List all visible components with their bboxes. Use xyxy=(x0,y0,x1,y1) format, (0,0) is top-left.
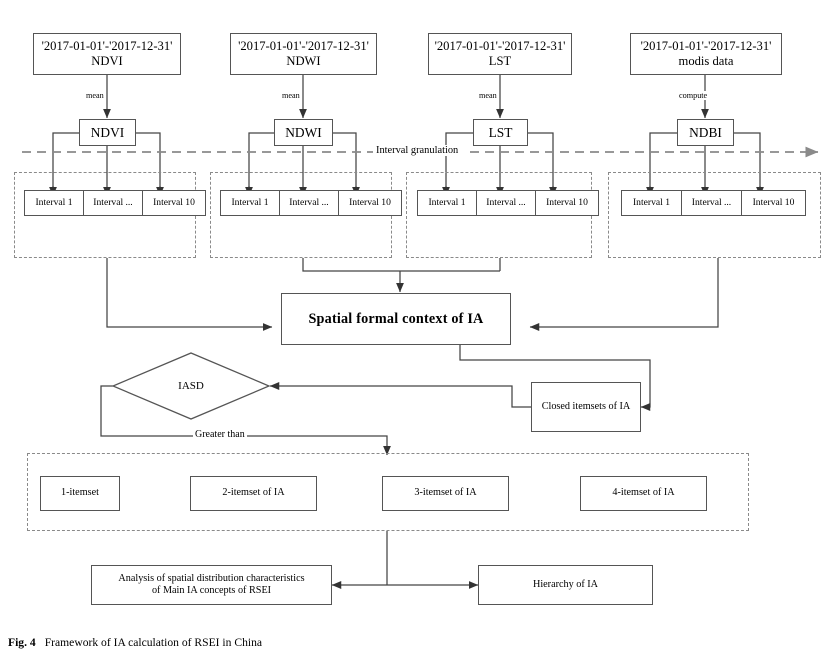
interval-label: Interval 10 xyxy=(153,197,195,209)
source-label: '2017-01-01'-'2017-12-31' LST xyxy=(434,39,566,68)
interval-granulation-label: Interval granulation xyxy=(373,145,462,156)
interval-label: Interval 1 xyxy=(632,197,671,209)
interval-label: Interval ... xyxy=(93,197,133,209)
hierarchy-output-label: Hierarchy of IA xyxy=(532,578,599,590)
itemset-box-4[interactable]: 4-itemset of IA xyxy=(580,476,707,511)
source-box-modis[interactable]: '2017-01-01'-'2017-12-31' modis data xyxy=(630,33,782,75)
hierarchy-output-box[interactable]: Hierarchy of IA xyxy=(478,565,653,605)
interval-cell[interactable]: Interval ... xyxy=(83,190,143,216)
index-label: LST xyxy=(488,124,513,140)
edge-label-mean-ndwi: mean xyxy=(280,91,302,100)
source-label: '2017-01-01'-'2017-12-31' NDWI xyxy=(238,39,369,68)
iasd-decision[interactable]: IASD xyxy=(112,352,270,420)
source-box-ndwi[interactable]: '2017-01-01'-'2017-12-31' NDWI xyxy=(230,33,377,75)
interval-label: Interval 10 xyxy=(349,197,391,209)
greater-than-label: Greater than xyxy=(193,429,247,440)
itemset-label: 3-itemset of IA xyxy=(414,487,477,499)
interval-label: Interval 1 xyxy=(428,197,466,209)
figure-caption-text: Framework of IA calculation of RSEI in C… xyxy=(44,636,263,649)
interval-label: Interval 10 xyxy=(546,197,588,209)
index-box-lst[interactable]: LST xyxy=(473,119,528,146)
source-label: '2017-01-01'-'2017-12-31' modis data xyxy=(640,39,772,68)
analysis-output-line-1: Analysis of spatial distribution charact… xyxy=(118,572,305,584)
interval-cell[interactable]: Interval 1 xyxy=(417,190,477,216)
closed-itemsets-box[interactable]: Closed itemsets of IA xyxy=(531,382,641,432)
interval-cell[interactable]: Interval 10 xyxy=(535,190,599,216)
itemset-box-1[interactable]: 1-itemset xyxy=(40,476,120,511)
index-box-ndbi[interactable]: NDBI xyxy=(677,119,734,146)
figure-caption: Fig. 4 Framework of IA calculation of RSE… xyxy=(8,636,262,649)
interval-label: Interval 10 xyxy=(752,197,795,209)
analysis-output-line-2: of Main IA concepts of RSEI xyxy=(151,585,272,596)
itemset-band xyxy=(27,453,749,531)
interval-cell[interactable]: Interval 1 xyxy=(220,190,280,216)
interval-cell[interactable]: Interval 10 xyxy=(338,190,402,216)
source-box-ndvi[interactable]: '2017-01-01'-'2017-12-31' NDVI xyxy=(33,33,181,75)
itemset-label: 1-itemset xyxy=(61,487,99,499)
edge-label-mean-ndvi: mean xyxy=(84,91,106,100)
itemset-box-2[interactable]: 2-itemset of IA xyxy=(190,476,317,511)
spatial-formal-context-label: Spatial formal context of IA xyxy=(308,310,484,327)
figure-number: Fig. 4 xyxy=(8,636,36,649)
index-label: NDVI xyxy=(90,124,125,140)
interval-cell[interactable]: Interval ... xyxy=(279,190,339,216)
interval-cell[interactable]: Interval ... xyxy=(476,190,536,216)
itemset-box-3[interactable]: 3-itemset of IA xyxy=(382,476,509,511)
index-box-ndvi[interactable]: NDVI xyxy=(79,119,136,146)
interval-cell[interactable]: Interval 1 xyxy=(621,190,682,216)
interval-label: Interval ... xyxy=(691,197,732,209)
interval-label: Interval 1 xyxy=(35,197,73,209)
closed-itemsets-label: Closed itemsets of IA xyxy=(541,400,631,412)
source-label: '2017-01-01'-'2017-12-31' NDVI xyxy=(41,39,173,68)
edge-label-compute-ndbi: compute xyxy=(677,91,710,100)
interval-cell[interactable]: Interval ... xyxy=(681,190,742,216)
interval-label: Interval ... xyxy=(486,197,526,209)
edge-label-mean-lst: mean xyxy=(477,91,499,100)
source-box-lst[interactable]: '2017-01-01'-'2017-12-31' LST xyxy=(428,33,572,75)
interval-cell[interactable]: Interval 10 xyxy=(741,190,806,216)
interval-cell[interactable]: Interval 10 xyxy=(142,190,206,216)
interval-group-ndbi xyxy=(608,172,821,258)
itemset-label: 2-itemset of IA xyxy=(222,487,285,499)
interval-label: Interval 1 xyxy=(231,197,269,209)
index-label: NDWI xyxy=(285,124,322,140)
diamond-shape xyxy=(112,352,270,420)
interval-label: Interval ... xyxy=(289,197,329,209)
spatial-formal-context-box[interactable]: Spatial formal context of IA xyxy=(281,293,511,345)
analysis-output-box[interactable]: Analysis of spatial distribution charact… xyxy=(91,565,332,605)
interval-cell[interactable]: Interval 1 xyxy=(24,190,84,216)
index-box-ndwi[interactable]: NDWI xyxy=(274,119,333,146)
index-label: NDBI xyxy=(689,124,722,140)
itemset-label: 4-itemset of IA xyxy=(612,487,675,499)
iasd-label: IASD xyxy=(178,380,204,392)
